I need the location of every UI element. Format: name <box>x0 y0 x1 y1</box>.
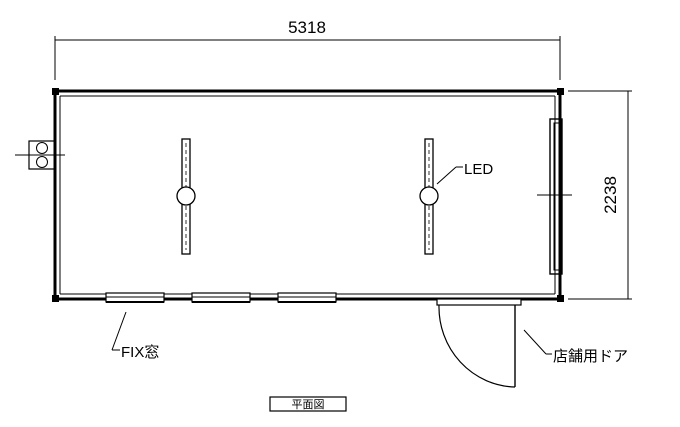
store-door-callout: 店舗用ドア <box>523 329 628 365</box>
width-dimension-value: 5318 <box>288 18 326 37</box>
depth-dimension: 2238 <box>568 90 632 300</box>
width-dimension: 5318 <box>54 18 561 80</box>
led-light-icon <box>176 186 196 206</box>
store-door-label: 店舗用ドア <box>553 348 628 365</box>
fix-windows <box>105 292 337 303</box>
fix-window-icon <box>105 292 165 303</box>
led-label: LED <box>464 161 493 178</box>
right-wall-window <box>537 118 572 275</box>
fix-window-label: FIX窓 <box>121 343 159 361</box>
fix-window-icon <box>277 292 337 303</box>
drawing-title: 平面図 <box>292 398 325 411</box>
building-outline <box>52 88 564 302</box>
ac-outdoor-unit-icon <box>15 140 65 170</box>
drawing-title-block: 平面図 <box>269 396 347 412</box>
led-light-right <box>419 138 439 255</box>
door-swing-arc-icon <box>438 304 516 388</box>
depth-dimension-value: 2238 <box>601 176 620 214</box>
led-callout: LED <box>436 161 493 185</box>
led-light-icon <box>419 186 439 206</box>
led-light-left <box>176 138 196 255</box>
fix-window-icon <box>191 292 251 303</box>
fix-window-callout: FIX窓 <box>111 311 159 361</box>
store-door <box>436 298 522 388</box>
